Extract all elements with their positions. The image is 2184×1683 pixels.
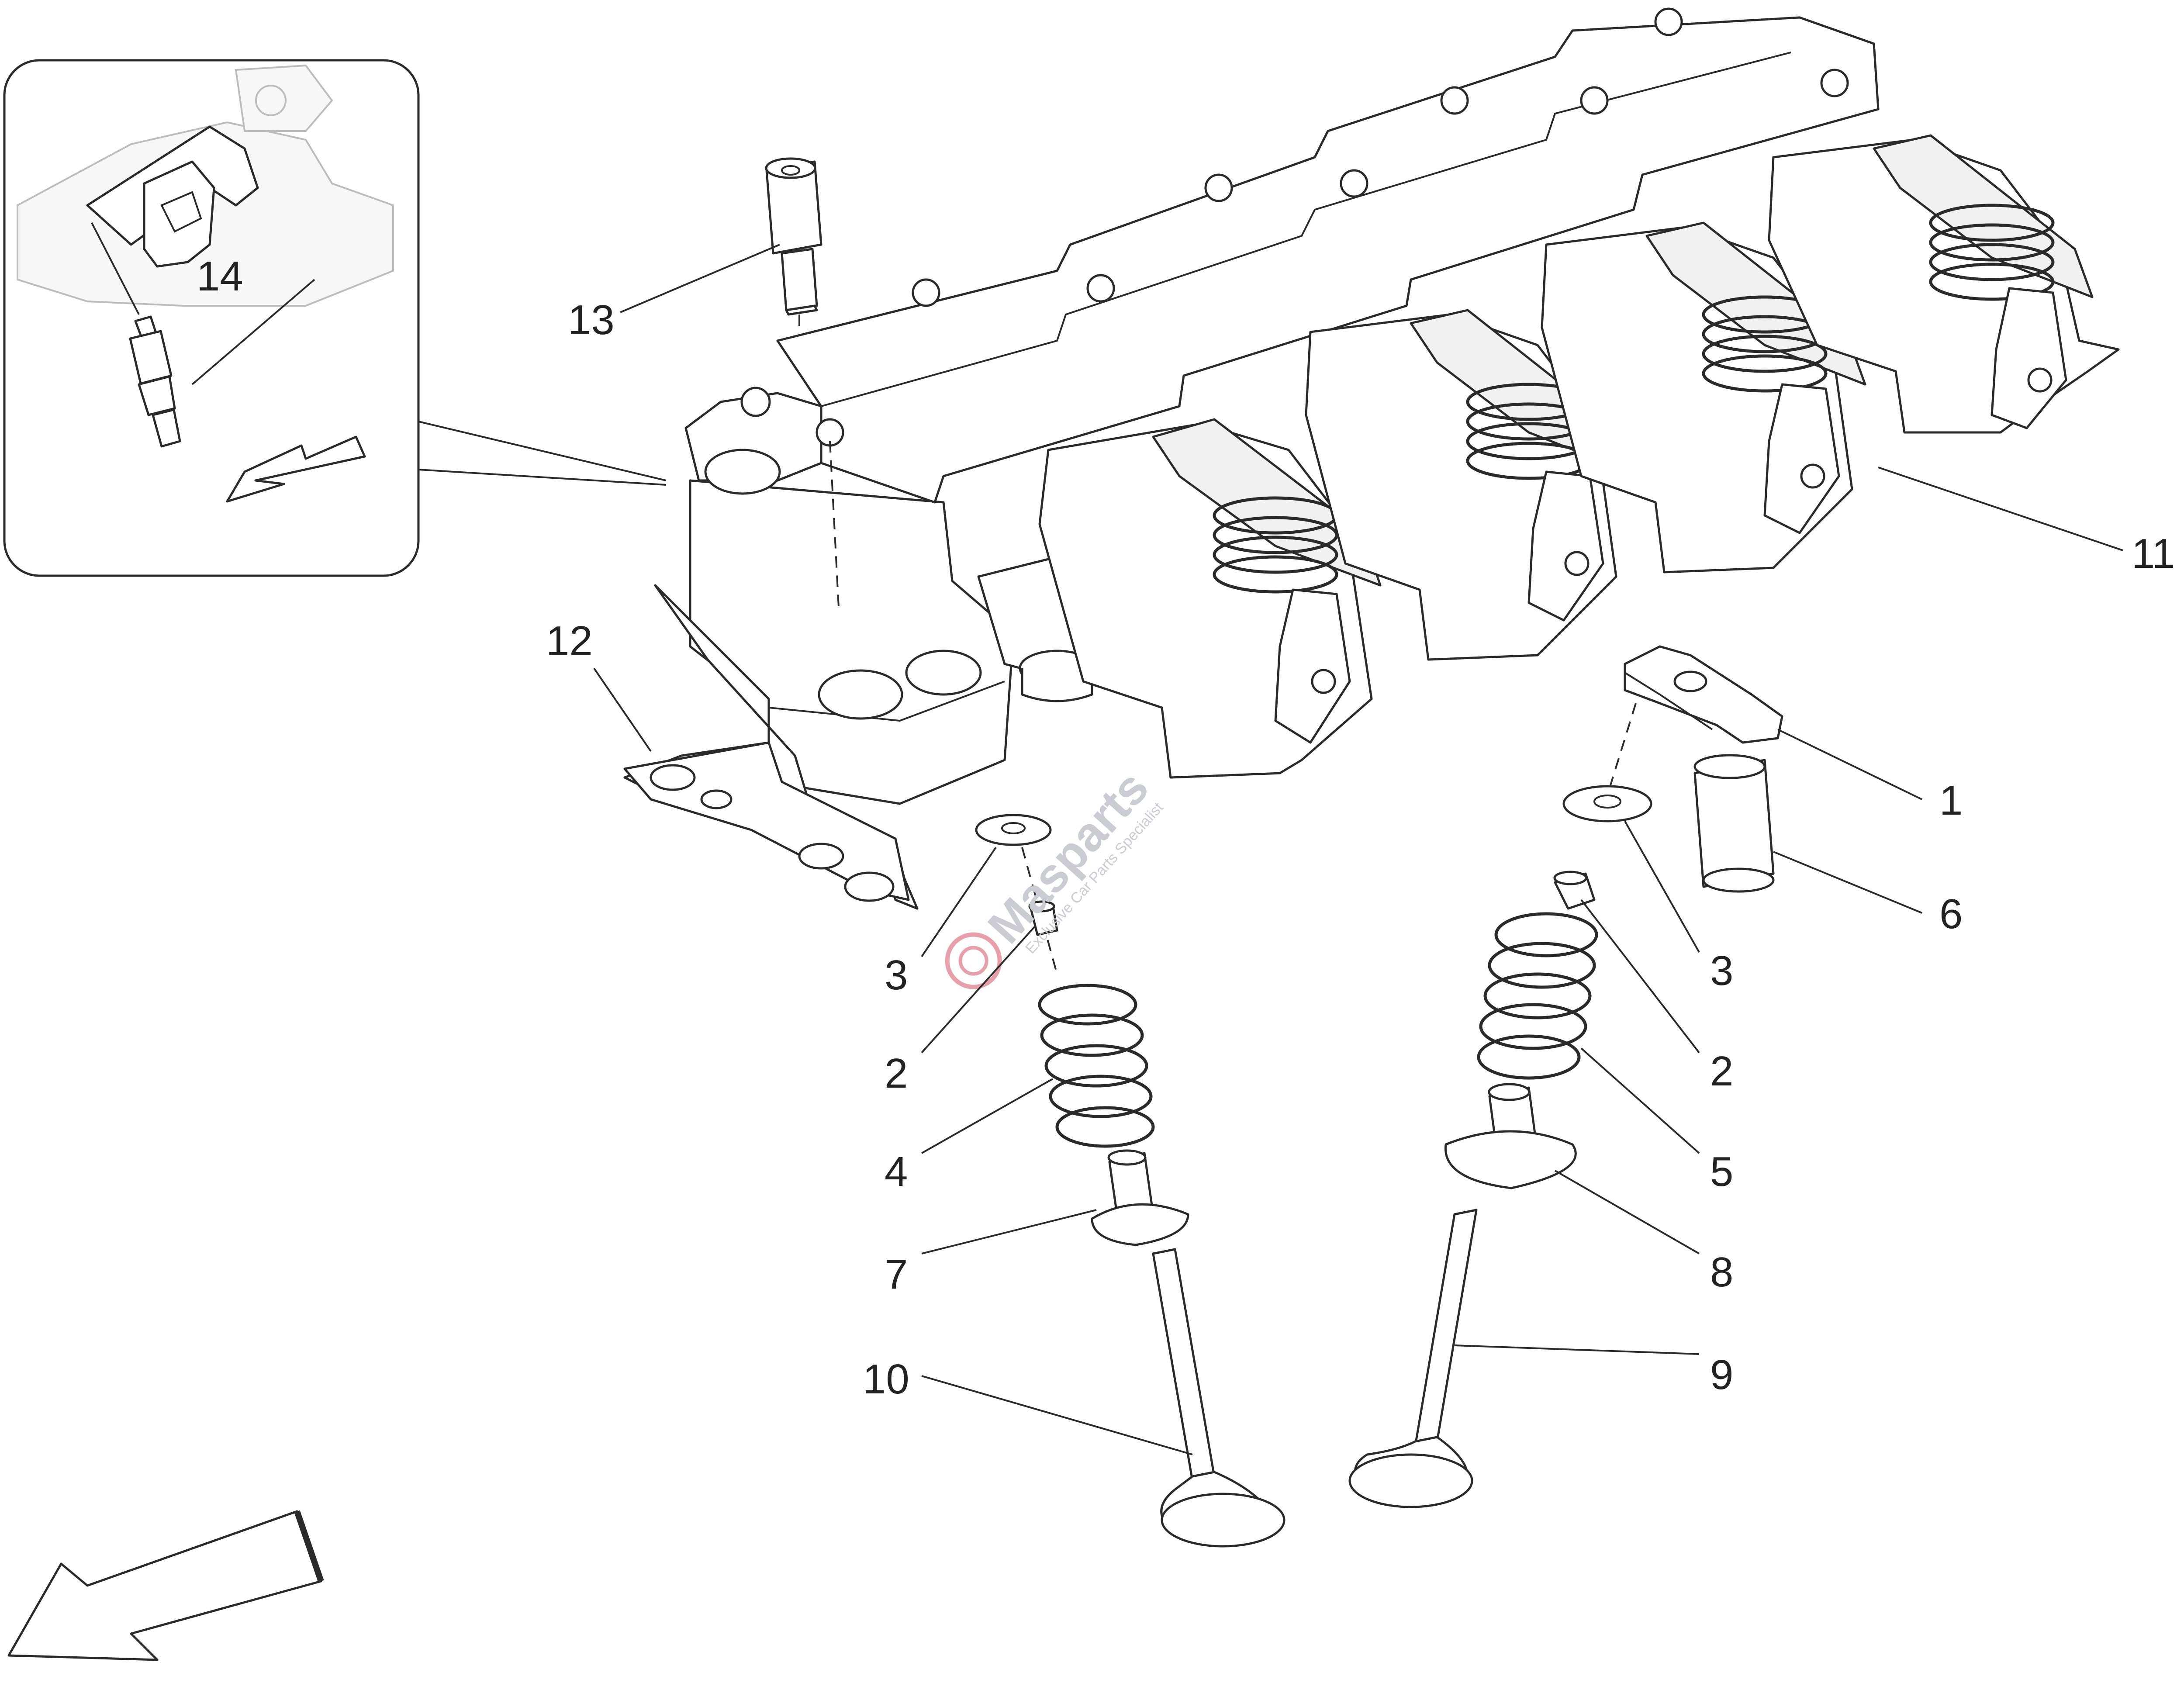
rail-bolts <box>816 7 1849 447</box>
valve-collet-right <box>1553 871 1596 910</box>
callout-8: 8 <box>1710 1249 1733 1296</box>
rocker-finger-part <box>1624 645 1783 744</box>
rocker-unit-4 <box>1768 134 2120 434</box>
leader-lines <box>191 244 2123 1455</box>
sensor-part <box>91 222 181 448</box>
callout-2-left: 2 <box>885 1050 908 1097</box>
gasket-part <box>623 584 919 910</box>
valve-retainer-right <box>1562 785 1652 822</box>
callout-4: 4 <box>885 1148 908 1195</box>
watermark-logo-icon <box>945 932 1002 989</box>
bolt-part <box>765 157 840 608</box>
valve-spring-left <box>1038 984 1155 1148</box>
inset-detail <box>3 59 420 577</box>
rocker-unit-1 <box>1038 418 1382 779</box>
valve-spring-right <box>1477 912 1598 1080</box>
rocker-carrier-assembly <box>684 7 2120 805</box>
direction-arrow <box>7 1510 322 1661</box>
callout-3-right: 3 <box>1710 947 1733 994</box>
callout-2-right: 2 <box>1710 1048 1733 1095</box>
callout-6: 6 <box>1939 891 1963 937</box>
valve-left <box>1152 1248 1286 1548</box>
valve-seal-left <box>1091 1149 1189 1246</box>
callout-9: 9 <box>1710 1351 1733 1398</box>
valve-right <box>1348 1209 1478 1508</box>
callout-14: 14 <box>197 253 243 300</box>
callout-11: 11 <box>2132 530 2175 577</box>
callout-5: 5 <box>1710 1148 1733 1195</box>
callout-12: 12 <box>546 618 593 664</box>
callout-1: 1 <box>1939 777 1963 824</box>
callout-3-left: 3 <box>885 952 908 999</box>
callout-labels: 13 14 12 11 1 6 3 2 5 8 9 3 2 4 7 10 <box>197 253 2175 1403</box>
inset-connector-lines <box>418 421 667 486</box>
valve-seal-right <box>1444 1083 1577 1189</box>
watermark-brand: Masparts <box>978 761 1159 954</box>
callout-10: 10 <box>863 1356 909 1403</box>
callout-13: 13 <box>568 297 615 343</box>
hydraulic-lifter-part <box>1693 754 1775 893</box>
rocker-unit-3 <box>1541 221 1866 574</box>
valve-retainer-left <box>975 814 1052 846</box>
callout-7: 7 <box>885 1251 908 1298</box>
